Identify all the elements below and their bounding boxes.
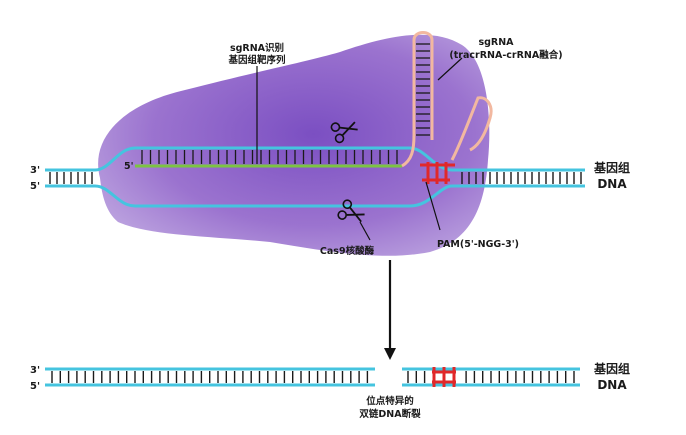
label-sgrna-line2: (tracrRNA-crRNA融合) <box>449 49 562 61</box>
cut-left-base-pairs <box>51 371 369 383</box>
cas9-protein <box>98 34 490 256</box>
label-dsb-line2: 双链DNA断裂 <box>358 408 421 420</box>
label-genome-dna-top-line1: 基因组 <box>593 160 630 175</box>
label-genome-dna-top-line2: DNA <box>597 177 627 191</box>
cut-right-base-pairs <box>407 371 575 383</box>
label-genome-dna-bottom-line1: 基因组 <box>593 361 630 376</box>
label-sgrna-target-line1: sgRNA识别 <box>230 42 284 54</box>
label-cas9: Cas9核酸酶 <box>320 245 375 257</box>
arrow-down-icon <box>384 260 396 360</box>
sgrna-scaffold <box>401 31 493 168</box>
label-sgrna-target-line2: 基因组靶序列 <box>227 54 285 66</box>
scissors-icon <box>330 121 358 144</box>
right-base-pairs <box>461 172 582 184</box>
pam-site <box>420 162 455 184</box>
label-genome-dna-bottom-line2: DNA <box>597 378 627 392</box>
upper-dna <box>45 146 585 208</box>
label-lower-5prime: 5' <box>30 381 40 392</box>
hairpin-base-pairs <box>416 43 430 136</box>
label-pam: PAM(5'-NGG-3') <box>437 239 519 250</box>
label-upper-5prime: 5' <box>30 181 40 192</box>
label-sgrna-5prime: 5' <box>124 161 134 172</box>
label-lower-3prime: 3' <box>30 365 40 376</box>
cut-dna <box>45 367 580 387</box>
left-base-pairs <box>49 172 93 184</box>
label-sgrna-line1: sgRNA <box>478 37 514 48</box>
label-upper-3prime: 3' <box>30 165 40 176</box>
guide-base-pairs <box>141 150 398 164</box>
callout-lines <box>256 57 463 241</box>
scissors-icon <box>337 199 365 223</box>
label-dsb-line1: 位点特异的 <box>366 395 414 407</box>
cut-pam-marker <box>432 367 456 387</box>
